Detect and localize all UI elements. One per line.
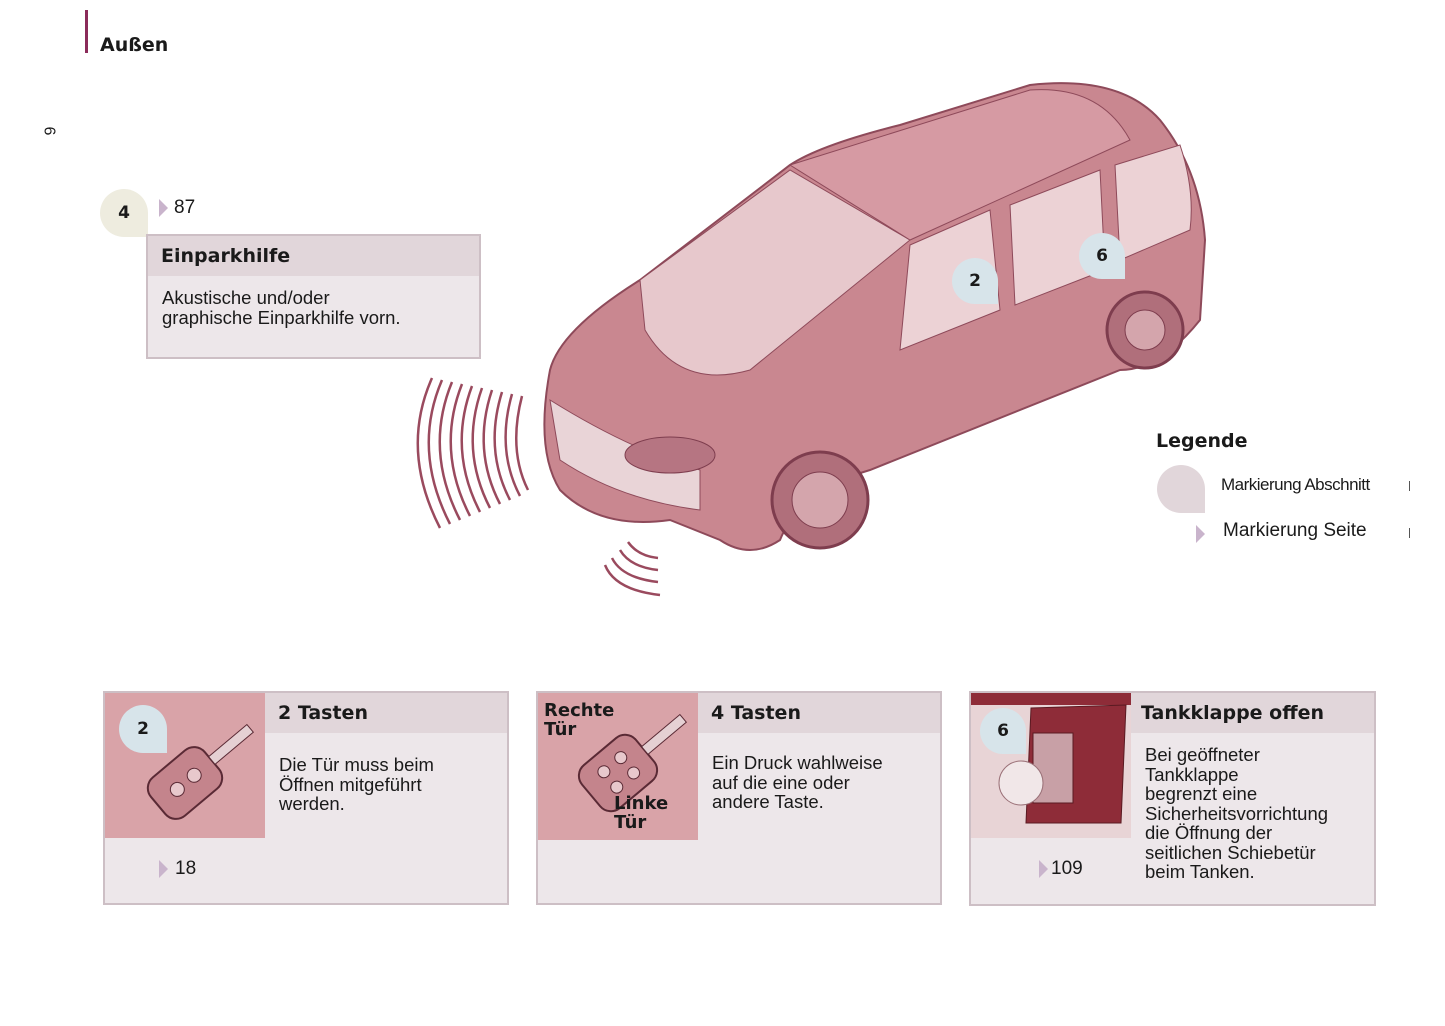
page-ref-arrow-icon xyxy=(159,860,168,878)
car-illustration xyxy=(416,82,1207,597)
page-ref-arrow-icon xyxy=(159,199,168,217)
card-text: werden. xyxy=(279,793,345,814)
box-text: Akustische und/oder xyxy=(162,287,330,308)
card-title: Tankklappe offen xyxy=(1131,693,1374,733)
card-text: Tankklappe xyxy=(1145,763,1239,785)
key-4-buttons-image: Rechte Tür Linke Tür xyxy=(538,693,698,840)
section-marker: 2 xyxy=(119,705,167,753)
card-text: auf die eine oder xyxy=(712,771,850,793)
box-title: Einparkhilfe xyxy=(148,236,479,276)
page-title: Außen xyxy=(100,34,169,56)
card-fuel-flap: 6 Tankklappe offen Bei geöffneter Tankkl… xyxy=(969,691,1376,906)
key-2-buttons-image xyxy=(105,693,265,838)
card-title: 2 Tasten xyxy=(265,693,507,733)
section-marker: 6 xyxy=(980,708,1026,754)
card-text: die Öffnung der xyxy=(1145,822,1273,843)
left-door-label: Linke xyxy=(614,793,669,814)
door-marker-number: 2 xyxy=(969,271,981,291)
window-marker-number: 6 xyxy=(1096,246,1108,266)
page-ref[interactable]: 18 xyxy=(175,858,197,879)
section-marker-number: 4 xyxy=(118,203,130,223)
section-marker: 4 xyxy=(100,189,148,237)
legend-divider xyxy=(1409,528,1410,538)
right-door-label: Rechte xyxy=(544,700,615,721)
page-ref-legend-arrow-icon xyxy=(1196,525,1205,543)
page-number: 6 xyxy=(40,126,58,136)
section-marker-legend-icon xyxy=(1157,465,1205,513)
card-text: Die Tür muss beim xyxy=(279,754,434,775)
left-door-label: Tür xyxy=(614,812,647,833)
legend-title: Legende xyxy=(1156,430,1248,452)
card-text: Ein Druck wahlweise xyxy=(712,752,883,773)
parking-aid-box: Einparkhilfe Akustische und/oder graphis… xyxy=(146,234,481,359)
fuel-flap-image xyxy=(971,693,1131,838)
sound-waves-front-icon xyxy=(416,377,530,529)
section-marker-number: 6 xyxy=(997,721,1009,741)
right-door-label: Tür xyxy=(544,719,577,740)
window-marker: 6 xyxy=(1079,233,1125,279)
sound-waves-side-icon xyxy=(603,541,661,597)
card-text: andere Taste. xyxy=(712,791,824,812)
page-ref[interactable]: 109 xyxy=(1051,858,1083,879)
page-ref[interactable]: 87 xyxy=(174,197,196,218)
card-4-buttons: Rechte Tür Linke Tür 4 Tasten Ein Druck … xyxy=(536,691,942,905)
page-ref-arrow-icon xyxy=(1039,860,1048,878)
card-text: Sicherheitsvorrichtung xyxy=(1145,802,1329,824)
section-marker-number: 2 xyxy=(137,719,149,739)
card-title: 4 Tasten xyxy=(698,693,940,733)
card-text: seitlichen Schiebetür xyxy=(1145,841,1316,863)
legend-page-label: Markierung Seite xyxy=(1223,520,1367,541)
card-2-buttons: 2 2 Tasten Die Tür muss beim Öffnen mitg… xyxy=(103,691,509,905)
card-text: Öffnen mitgeführt xyxy=(279,773,422,795)
section-accent-bar xyxy=(85,10,88,53)
card-text: begrenzt eine xyxy=(1145,783,1258,804)
card-text: Bei geöffneter xyxy=(1145,744,1260,765)
legend-divider xyxy=(1409,481,1410,491)
legend-section-label: Markierung Abschnitt xyxy=(1221,475,1370,494)
door-marker: 2 xyxy=(952,258,998,304)
box-text: graphische Einparkhilfe vorn. xyxy=(162,306,401,328)
card-text: beim Tanken. xyxy=(1145,861,1255,882)
